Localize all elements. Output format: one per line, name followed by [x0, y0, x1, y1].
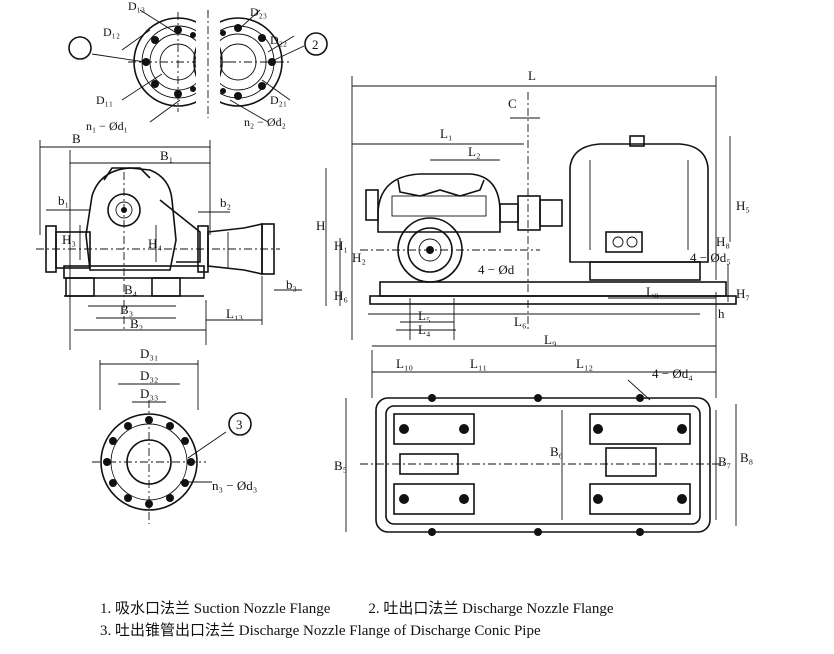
label-b8: B₈ [740, 450, 753, 465]
caption-suction-nozzle-flange: 1. 吸水口法兰 Suction Nozzle Flange [100, 601, 331, 617]
label-b3-small: b₃ [286, 277, 297, 292]
label-h7: H₇ [736, 286, 750, 301]
legend-line-1: 1. 吸水口法兰 Suction Nozzle Flange 2. 吐出口法兰 D… [100, 598, 820, 620]
label-h5: H₅ [736, 198, 750, 213]
legend-captions: 1. 吸水口法兰 Suction Nozzle Flange 2. 吐出口法兰 D… [100, 598, 820, 642]
legend-line-2: 3. 吐出锥管出口法兰 Discharge Nozzle Flange of D… [100, 620, 820, 642]
balloon-2-number: 2 [312, 37, 319, 52]
label-d22: D₂₂ [270, 33, 287, 47]
label-l4: L₄ [418, 322, 431, 337]
label-l5: L₅ [418, 308, 430, 323]
balloon-3 [228, 412, 252, 436]
label-b1: B₁ [160, 148, 173, 163]
label-h: H [316, 218, 325, 233]
label-h6: H₆ [334, 288, 348, 303]
label-4-d5-h8: 4 − Ød₅ [690, 250, 731, 265]
label-h3: H₃ [62, 232, 76, 247]
label-4-d: 4 − Ød [478, 262, 515, 277]
label-l11: L₁₁ [470, 356, 487, 371]
label-d21: D₂₁ [270, 93, 287, 107]
label-b2: B₂ [130, 316, 143, 331]
pump-motor-front-view [325, 76, 737, 350]
label-l9: L₉ [544, 332, 556, 347]
label-n3d3: n₃ − Ød₃ [212, 478, 257, 493]
label-4-d4: 4 − Ød₄ [652, 366, 693, 381]
label-n2d2: n₂ − Ød₂ [244, 115, 286, 129]
balloon-1 [68, 36, 92, 60]
label-b7: B₇ [718, 454, 731, 469]
label-b2-small: b₂ [220, 195, 231, 210]
label-l6: L₆ [514, 314, 526, 329]
label-b1-small: b₁ [58, 193, 69, 208]
label-n1d1: n₁ − Ød₁ [86, 119, 128, 133]
label-l: L [528, 68, 536, 83]
label-l10: L₁₀ [396, 356, 413, 371]
label-d13: D₁₃ [128, 0, 145, 13]
label-d32: D₃₂ [140, 368, 158, 383]
caption-discharge-conic-pipe-flange: 3. 吐出锥管出口法兰 Discharge Nozzle Flange of D… [100, 623, 541, 639]
label-h1: H₁ [334, 238, 348, 253]
conic-pipe-flange-view [92, 360, 227, 524]
label-h-small: h [718, 306, 725, 321]
label-d23: D₂₃ [250, 5, 267, 19]
balloon-2 [304, 32, 328, 56]
label-l2: L₂ [468, 144, 480, 159]
label-b: B [72, 131, 81, 146]
label-d11: D₁₁ [96, 93, 113, 107]
label-b5: B₅ [334, 458, 347, 473]
pump-side-view [36, 140, 302, 350]
label-l8: L₈ [646, 284, 658, 299]
caption-discharge-nozzle-flange: 2. 吐出口法兰 Discharge Nozzle Flange [368, 601, 614, 617]
label-b6: B₆ [550, 444, 563, 459]
label-c: C [508, 96, 517, 111]
base-plate-plan-view [345, 350, 737, 536]
label-h8: H₈ [716, 234, 730, 249]
label-l1: L₁ [440, 126, 452, 141]
label-b4: B₄ [124, 282, 138, 297]
label-d31: D₃₁ [140, 346, 158, 361]
label-h2: H₂ [352, 250, 366, 265]
label-b3: B₃ [120, 302, 133, 317]
label-h4: H₄ [148, 236, 162, 251]
label-l13: L₁₃ [226, 306, 243, 321]
label-d33: D₃₃ [140, 386, 158, 401]
flange-detail-top [91, 9, 305, 123]
label-l12: L₁₂ [576, 356, 593, 371]
balloon-3-number: 3 [236, 417, 243, 432]
label-d12: D₁₂ [103, 25, 120, 39]
